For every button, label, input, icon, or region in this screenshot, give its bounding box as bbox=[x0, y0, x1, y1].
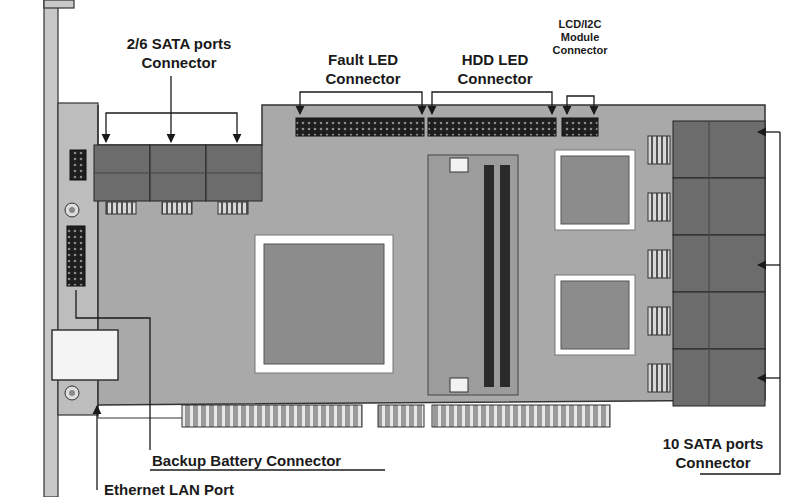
lcd-header bbox=[562, 118, 598, 136]
callout-label: Ethernet LAN Port bbox=[104, 481, 304, 497]
leader-lines bbox=[76, 76, 780, 490]
callout-label: 2/6 SATA ports Connector bbox=[104, 34, 254, 72]
pci-edge-fingers bbox=[98, 405, 610, 427]
processor-chip bbox=[255, 235, 393, 373]
chip bbox=[555, 275, 635, 355]
callout-label: 10 SATA ports Connector bbox=[648, 434, 778, 472]
battery-header bbox=[67, 226, 85, 286]
dimm-slot bbox=[428, 155, 518, 395]
callout-label: Backup Battery Connector bbox=[152, 451, 392, 470]
pcb bbox=[98, 105, 765, 405]
sata-ports-right bbox=[648, 121, 765, 406]
lan-port bbox=[52, 330, 118, 380]
hdd-led-header bbox=[428, 118, 556, 136]
callout-label: LCD/I2C Module Connector bbox=[548, 18, 612, 57]
small-header bbox=[70, 150, 86, 180]
fault-led-header bbox=[296, 118, 424, 136]
pci-bracket bbox=[44, 0, 98, 497]
callout-label: HDD LED Connector bbox=[440, 50, 550, 88]
callout-label: Fault LED Connector bbox=[308, 50, 418, 88]
sata-ports-left bbox=[94, 145, 262, 214]
screw bbox=[65, 203, 79, 217]
screw bbox=[65, 386, 79, 400]
chip bbox=[555, 150, 635, 230]
